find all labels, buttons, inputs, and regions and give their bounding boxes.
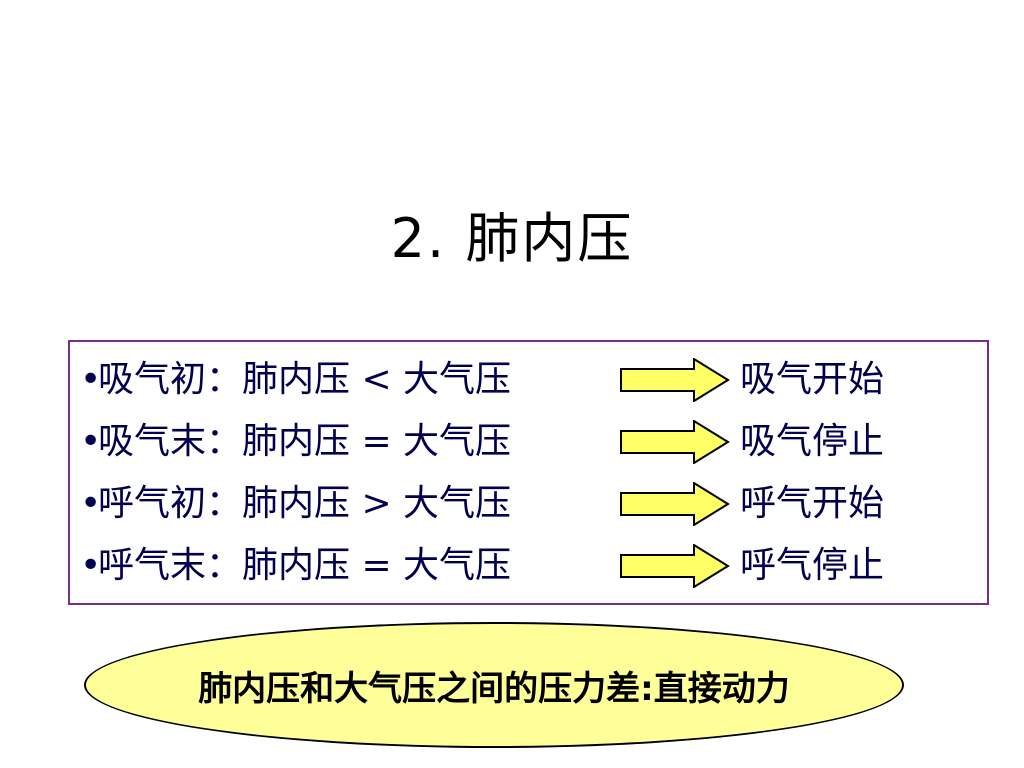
row-phase-label: 呼气初：肺内压 > 大气压: [98, 483, 512, 524]
right-arrow-icon: [620, 482, 730, 526]
row-inhale-end: • 吸气末：肺内压 = 大气压 吸气停止: [80, 414, 980, 470]
right-arrow-icon: [620, 358, 730, 402]
row-result-label: 呼气开始: [740, 483, 885, 524]
bullet: •: [80, 359, 102, 400]
row-result-label: 呼气停止: [740, 545, 885, 586]
bullet: •: [80, 421, 102, 462]
row-phase-label: 呼气末：肺内压 = 大气压: [98, 545, 512, 586]
slide-title: 2. 肺内压: [390, 206, 634, 270]
row-exhale-end: • 呼气末：肺内压 = 大气压 呼气停止: [80, 538, 980, 594]
row-result-label: 吸气停止: [740, 421, 885, 462]
summary-oval: 肺内压和大气压之间的压力差:直接动力: [84, 622, 904, 748]
row-exhale-start: • 呼气初：肺内压 > 大气压 呼气开始: [80, 476, 980, 532]
row-phase-label: 吸气末：肺内压 = 大气压: [98, 421, 512, 462]
bullet: •: [80, 483, 102, 524]
bullet: •: [80, 545, 102, 586]
right-arrow-icon: [620, 544, 730, 588]
pressure-comparison-box: • 吸气初：肺内压 < 大气压 吸气开始 • 吸气末：肺内压 = 大气压 吸气停…: [68, 340, 989, 605]
right-arrow-icon: [620, 420, 730, 464]
summary-text: 肺内压和大气压之间的压力差:直接动力: [198, 668, 790, 709]
row-result-label: 吸气开始: [740, 359, 885, 400]
row-phase-label: 吸气初：肺内压 < 大气压: [98, 359, 512, 400]
row-inhale-start: • 吸气初：肺内压 < 大气压 吸气开始: [80, 352, 980, 408]
